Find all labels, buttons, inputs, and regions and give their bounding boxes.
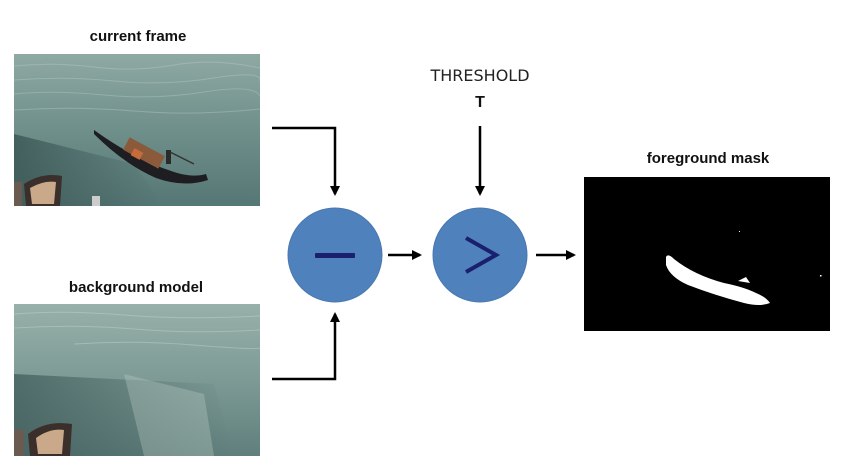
arrow-background-to-subtract xyxy=(272,312,340,381)
minus-icon xyxy=(315,253,355,258)
arrow-current-to-subtract xyxy=(272,126,340,196)
foreground-mask-image xyxy=(584,177,830,331)
threshold-symbol-label: T xyxy=(475,94,485,111)
mask-blob xyxy=(666,255,770,305)
foreground-mask-label: foreground mask xyxy=(646,150,770,167)
greater-than-icon xyxy=(465,236,501,274)
current-frame-label: current frame xyxy=(89,28,187,45)
threshold-label: THRESHOLD xyxy=(430,66,530,85)
background-model-label: background model xyxy=(68,279,204,296)
compare-operator-circle xyxy=(432,207,528,303)
background-model-image xyxy=(14,304,260,456)
current-frame-image xyxy=(14,54,260,206)
